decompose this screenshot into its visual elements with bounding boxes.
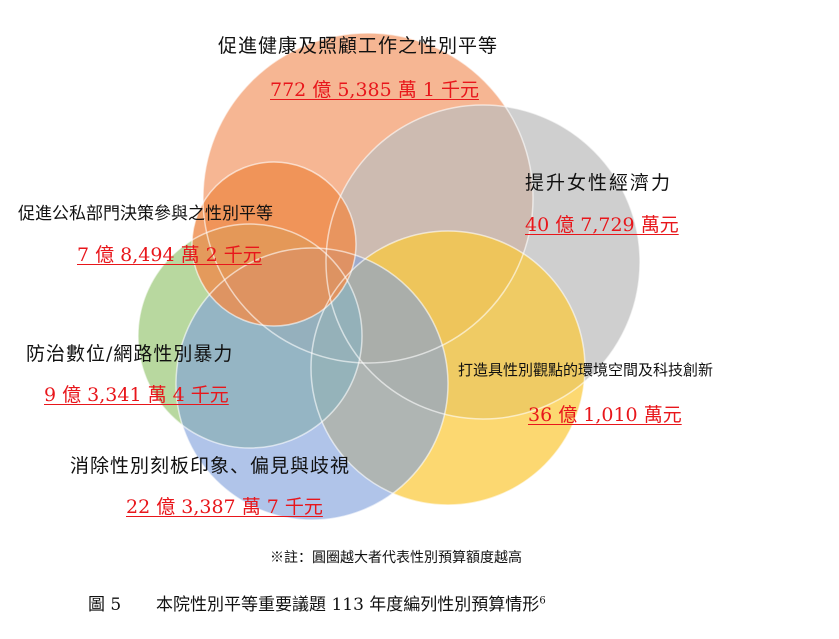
amount-stereotype: 22 億 3,387 萬 7 千元 bbox=[126, 496, 323, 518]
amount-violence: 9 億 3,341 萬 4 千元 bbox=[44, 384, 229, 406]
figure-number: 圖 5 bbox=[88, 595, 122, 615]
bubble-environment-rim bbox=[310, 230, 586, 506]
label-economy: 提升女性經濟力 bbox=[525, 172, 673, 194]
amount-environment: 36 億 1,010 萬元 bbox=[528, 404, 682, 426]
footnote-marker: 6 bbox=[539, 595, 546, 607]
amount-decision: 7 億 8,494 萬 2 千元 bbox=[77, 244, 262, 266]
bubble-health-rim bbox=[202, 32, 534, 364]
figure-title: 本院性別平等重要議題 113 年度編列性別預算情形 bbox=[156, 595, 540, 615]
amount-health: 772 億 5,385 萬 1 千元 bbox=[270, 79, 479, 101]
bubble-decision bbox=[192, 162, 356, 326]
label-stereotype: 消除性別刻板印象、偏見與歧視 bbox=[70, 455, 351, 477]
bubble-stereotype-rim bbox=[175, 247, 449, 521]
size-note: ※註：圓圈越大者代表性別預算額度越高 bbox=[270, 550, 522, 566]
label-violence: 防治數位/網路性別暴力 bbox=[26, 343, 234, 365]
label-environment: 打造具性別觀點的環境空間及科技創新 bbox=[458, 361, 714, 379]
amount-economy: 40 億 7,729 萬元 bbox=[525, 214, 679, 236]
bubble-economy-rim bbox=[325, 104, 641, 420]
bubble-decision-rim bbox=[191, 161, 357, 327]
label-health: 促進健康及照顧工作之性別平等 bbox=[218, 35, 499, 57]
label-decision: 促進公私部門決策參與之性別平等 bbox=[18, 204, 273, 224]
bubble-violence-rim bbox=[137, 223, 363, 449]
figure-caption: 圖 5 本院性別平等重要議題 113 年度編列性別預算情形6 bbox=[88, 590, 546, 615]
